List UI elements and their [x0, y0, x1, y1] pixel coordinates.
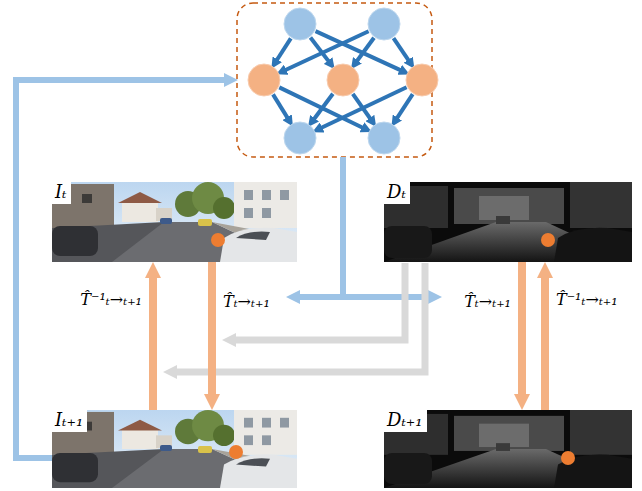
network-arrow: [394, 38, 412, 64]
point-marker: [561, 451, 575, 465]
network-arrow: [311, 94, 333, 123]
image-frame: [52, 182, 297, 262]
panel-label: Iₜ₊₁: [52, 410, 87, 432]
image-panel: Iₜ: [52, 182, 297, 262]
transform-arrow: [518, 262, 526, 394]
figure-part: [248, 64, 438, 96]
network-neuron: [248, 64, 280, 96]
depth-frame: [384, 410, 632, 488]
network-arrow: [274, 38, 291, 64]
transform-arrow: [149, 278, 157, 410]
network-arrow: [273, 94, 290, 122]
network-neuron: [406, 64, 438, 96]
depth-frame: [384, 182, 632, 262]
network-neuron: [284, 122, 316, 154]
panel-label: Iₜ: [52, 182, 71, 204]
image-panel: Iₜ₊₁: [52, 410, 297, 488]
transform-label: T̂ₜ→ₜ₊₁: [462, 292, 513, 311]
network-frame: [237, 3, 432, 157]
transform-arrow: [541, 278, 549, 410]
network-neuron: [327, 64, 359, 96]
point-marker: [211, 233, 225, 247]
input-arrow: [16, 80, 224, 458]
network-arrow: [317, 87, 406, 130]
transform-label: T̂⁻¹ₜ→ₜ₊₁: [78, 290, 144, 309]
depth-frame: [384, 410, 632, 488]
network-neuron: [368, 122, 400, 154]
figure-part: [284, 8, 400, 154]
network-arrow: [354, 38, 374, 65]
output-arrow: [340, 294, 428, 300]
network-neuron: [368, 8, 400, 40]
output-arrow: [300, 294, 346, 300]
image-frame: [52, 410, 297, 488]
network-neuron: [284, 8, 316, 40]
transform-label: T̂ₜ→ₜ₊₁: [221, 292, 272, 311]
panel-label: Dₜ₊₁: [384, 410, 427, 432]
output-line: [340, 157, 346, 297]
point-marker: [229, 445, 243, 459]
point-marker: [541, 233, 555, 247]
panel-label: Dₜ: [384, 182, 410, 204]
image-panel: Dₜ₊₁: [384, 410, 632, 488]
transform-label: T̂⁻¹ₜ→ₜ₊₁: [554, 290, 620, 309]
network-arrows: [273, 31, 413, 130]
network-arrow: [394, 94, 412, 122]
transform-arrow: [208, 262, 216, 394]
image-panel: Dₜ: [384, 182, 632, 262]
image-frame: [52, 410, 297, 488]
